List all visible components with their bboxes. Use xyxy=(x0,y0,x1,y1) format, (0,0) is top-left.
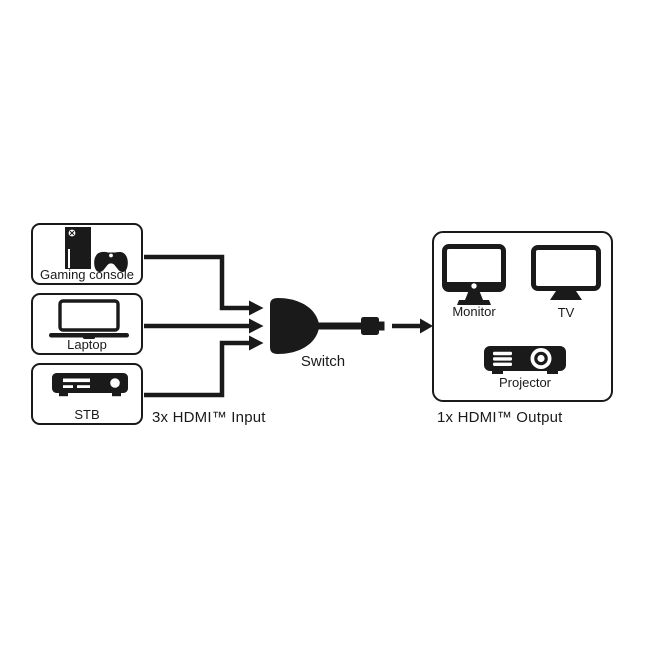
input-caption: 3x HDMI™ Input xyxy=(152,409,266,426)
arrowhead-output xyxy=(420,318,433,334)
tv-icon xyxy=(531,245,601,300)
laptop-icon xyxy=(49,299,129,339)
input-line-stb xyxy=(144,340,250,398)
input-label-laptop: Laptop xyxy=(67,337,107,352)
input-box-laptop: Laptop xyxy=(31,293,143,355)
hdmi-plug-icon xyxy=(361,317,379,335)
input-label-gaming-console: Gaming console xyxy=(40,267,134,282)
arrowhead-input-3 xyxy=(249,335,264,351)
output-box: Monitor TV Projector xyxy=(432,231,613,402)
arrowhead-input-2 xyxy=(249,318,264,334)
output-label-monitor: Monitor xyxy=(452,304,496,319)
hdmi-plug-tip xyxy=(379,321,385,331)
switch-body-icon xyxy=(270,298,319,354)
output-label-projector: Projector xyxy=(498,375,552,390)
output-label-tv: TV xyxy=(557,305,575,320)
input-line-gaming-console xyxy=(144,254,250,311)
output-caption: 1x HDMI™ Output xyxy=(437,409,563,426)
switch-cable xyxy=(316,322,364,330)
arrowhead-input-1 xyxy=(249,300,264,316)
stb-icon xyxy=(52,373,128,397)
gaming-console-icon xyxy=(65,227,128,273)
input-label-stb: STB xyxy=(74,407,100,422)
input-box-gaming-console: Gaming console xyxy=(31,223,143,285)
input-box-stb: STB xyxy=(31,363,143,425)
projector-icon xyxy=(484,346,566,374)
monitor-icon xyxy=(442,244,506,305)
switch-label: Switch xyxy=(300,353,346,370)
